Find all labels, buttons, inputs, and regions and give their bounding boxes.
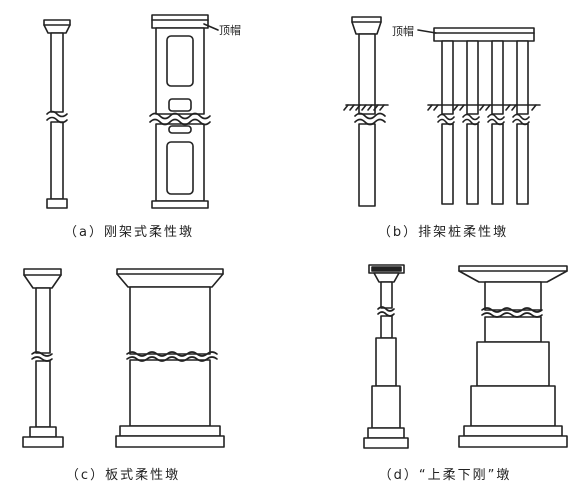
panel-c-slab-pier <box>116 269 224 447</box>
panel-d-caption: （d）“上柔下刚”墩 <box>379 468 512 483</box>
panel-a-caption: （a）刚架式柔性墩 <box>64 225 194 240</box>
panel-b-cap-callout: 顶帽 <box>392 25 414 38</box>
panel-c-side-elevation <box>23 269 63 447</box>
panel-a-cap-callout: 顶帽 <box>219 24 241 37</box>
panel-c-caption: （c）板式柔性墩 <box>66 468 180 483</box>
panel-d-stepped-pier <box>459 266 567 447</box>
panel-a-side-elevation <box>44 20 70 208</box>
panel-d-side-elevation <box>364 265 408 448</box>
panel-b-side-elevation <box>344 17 388 206</box>
panel-a-frame-pier <box>150 15 218 208</box>
panel-b-pile-bent <box>418 28 540 204</box>
panel-b-caption: （b）排架桩柔性墩 <box>378 225 508 240</box>
